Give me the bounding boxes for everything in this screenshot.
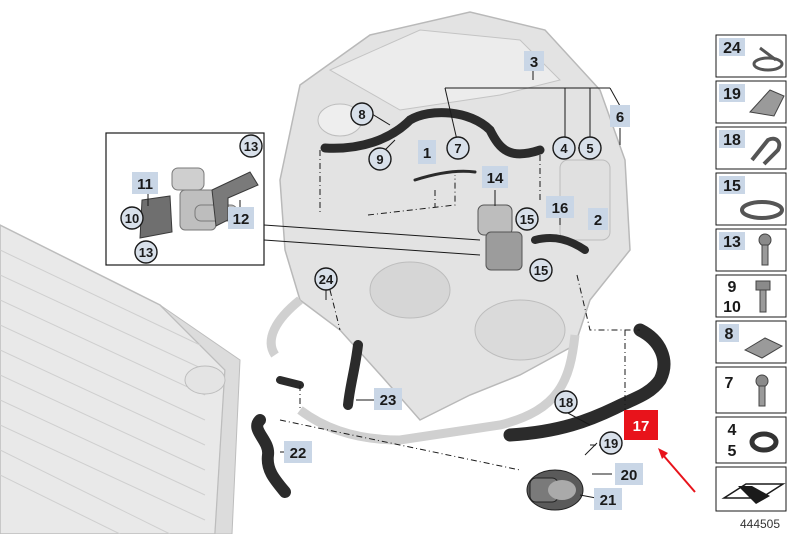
inset-detail-box <box>105 132 481 266</box>
callout-10-label: 10 <box>125 211 139 226</box>
parts-sidebar: 24 19 18 15 13 <box>715 34 787 531</box>
screw-icon <box>755 374 769 407</box>
callout-13a-label: 13 <box>244 139 258 154</box>
label-17-highlighted: 17 <box>624 410 658 440</box>
label-14: 14 <box>482 166 508 188</box>
callout-5-label: 5 <box>586 141 593 156</box>
band-clamp-icon <box>740 200 784 220</box>
label-20-text: 20 <box>621 467 638 484</box>
sidebar-item-24-label: 24 <box>723 40 741 57</box>
valve-14 <box>477 204 523 271</box>
callout-18-label: 18 <box>559 395 573 410</box>
sidebar-item-19-label: 19 <box>723 86 741 103</box>
callout-15a-label: 15 <box>520 212 534 227</box>
speed-nut-icon <box>743 337 784 359</box>
label-11: 11 <box>132 172 158 194</box>
sidebar-item-8-label: 8 <box>725 326 734 343</box>
label-6-text: 6 <box>616 109 624 126</box>
radiator <box>0 224 241 534</box>
sidebar-item-4-label: 4 <box>728 422 737 439</box>
label-12: 12 <box>228 207 254 229</box>
label-23-text: 23 <box>380 392 397 409</box>
callout-4-label: 4 <box>560 141 568 156</box>
sidebar-item-15-label: 15 <box>723 178 741 195</box>
callout-18: 18 <box>554 390 578 414</box>
label-16: 16 <box>546 196 574 218</box>
label-3: 3 <box>524 51 544 71</box>
label-14-text: 14 <box>487 170 504 187</box>
hoses <box>251 108 671 498</box>
label-2: 2 <box>588 208 608 230</box>
sidebar-item-10-label: 10 <box>723 299 741 316</box>
callout-8: 8 <box>350 102 374 126</box>
label-6: 6 <box>610 105 630 127</box>
callout-7: 7 <box>446 136 470 160</box>
bracket-clip-icon <box>749 89 785 117</box>
water-pump-21 <box>526 469 584 511</box>
hose-clamp-spring-icon <box>752 46 784 72</box>
callout-5: 5 <box>578 136 602 160</box>
callout-15b: 15 <box>529 258 553 282</box>
label-1-text: 1 <box>423 145 431 162</box>
label-23: 23 <box>374 388 402 410</box>
label-17-text: 17 <box>633 418 650 435</box>
callout-9: 9 <box>368 147 392 171</box>
hex-bolt-icon <box>755 280 771 313</box>
dashed-lines <box>279 150 640 471</box>
callout-19: 19 <box>599 431 623 455</box>
callout-24: 24 <box>314 267 338 291</box>
callout-13b: 13 <box>134 240 158 264</box>
sidebar-item-18-label: 18 <box>723 132 741 149</box>
callout-15a: 15 <box>515 207 539 231</box>
label-1: 1 <box>418 140 436 164</box>
label-3-text: 3 <box>530 54 538 71</box>
callout-19-label: 19 <box>604 436 618 451</box>
hose-clip-icon <box>750 136 782 166</box>
sidebar-item-9-label: 9 <box>728 279 737 296</box>
label-22-text: 22 <box>290 445 307 462</box>
symbol-arrow-icon <box>721 483 786 504</box>
bolt-icon <box>758 233 772 266</box>
label-22: 22 <box>284 441 312 463</box>
o-ring-icon <box>749 431 779 453</box>
callout-8-label: 8 <box>358 107 365 122</box>
label-21-text: 21 <box>600 492 617 509</box>
sidebar-item-13-label: 13 <box>723 234 741 251</box>
sidebar-item-5-label: 5 <box>728 443 737 460</box>
label-11-text: 11 <box>137 176 153 193</box>
label-16-text: 16 <box>552 200 569 217</box>
callout-7-label: 7 <box>454 141 461 156</box>
callout-13a: 13 <box>239 134 263 158</box>
callout-15b-label: 15 <box>534 263 548 278</box>
diagram-number: 444505 <box>740 517 780 531</box>
callout-9-label: 9 <box>376 152 383 167</box>
callout-24-label: 24 <box>319 272 334 287</box>
callout-4: 4 <box>552 136 576 160</box>
callout-10: 10 <box>120 206 144 230</box>
sidebar-item-7-label: 7 <box>725 375 734 392</box>
label-12-text: 12 <box>233 211 250 228</box>
label-2-text: 2 <box>594 212 602 229</box>
engine-block <box>266 11 631 445</box>
highlight-arrow <box>658 448 696 493</box>
label-20: 20 <box>615 463 643 485</box>
callout-13b-label: 13 <box>139 245 153 260</box>
label-21: 21 <box>594 488 622 510</box>
